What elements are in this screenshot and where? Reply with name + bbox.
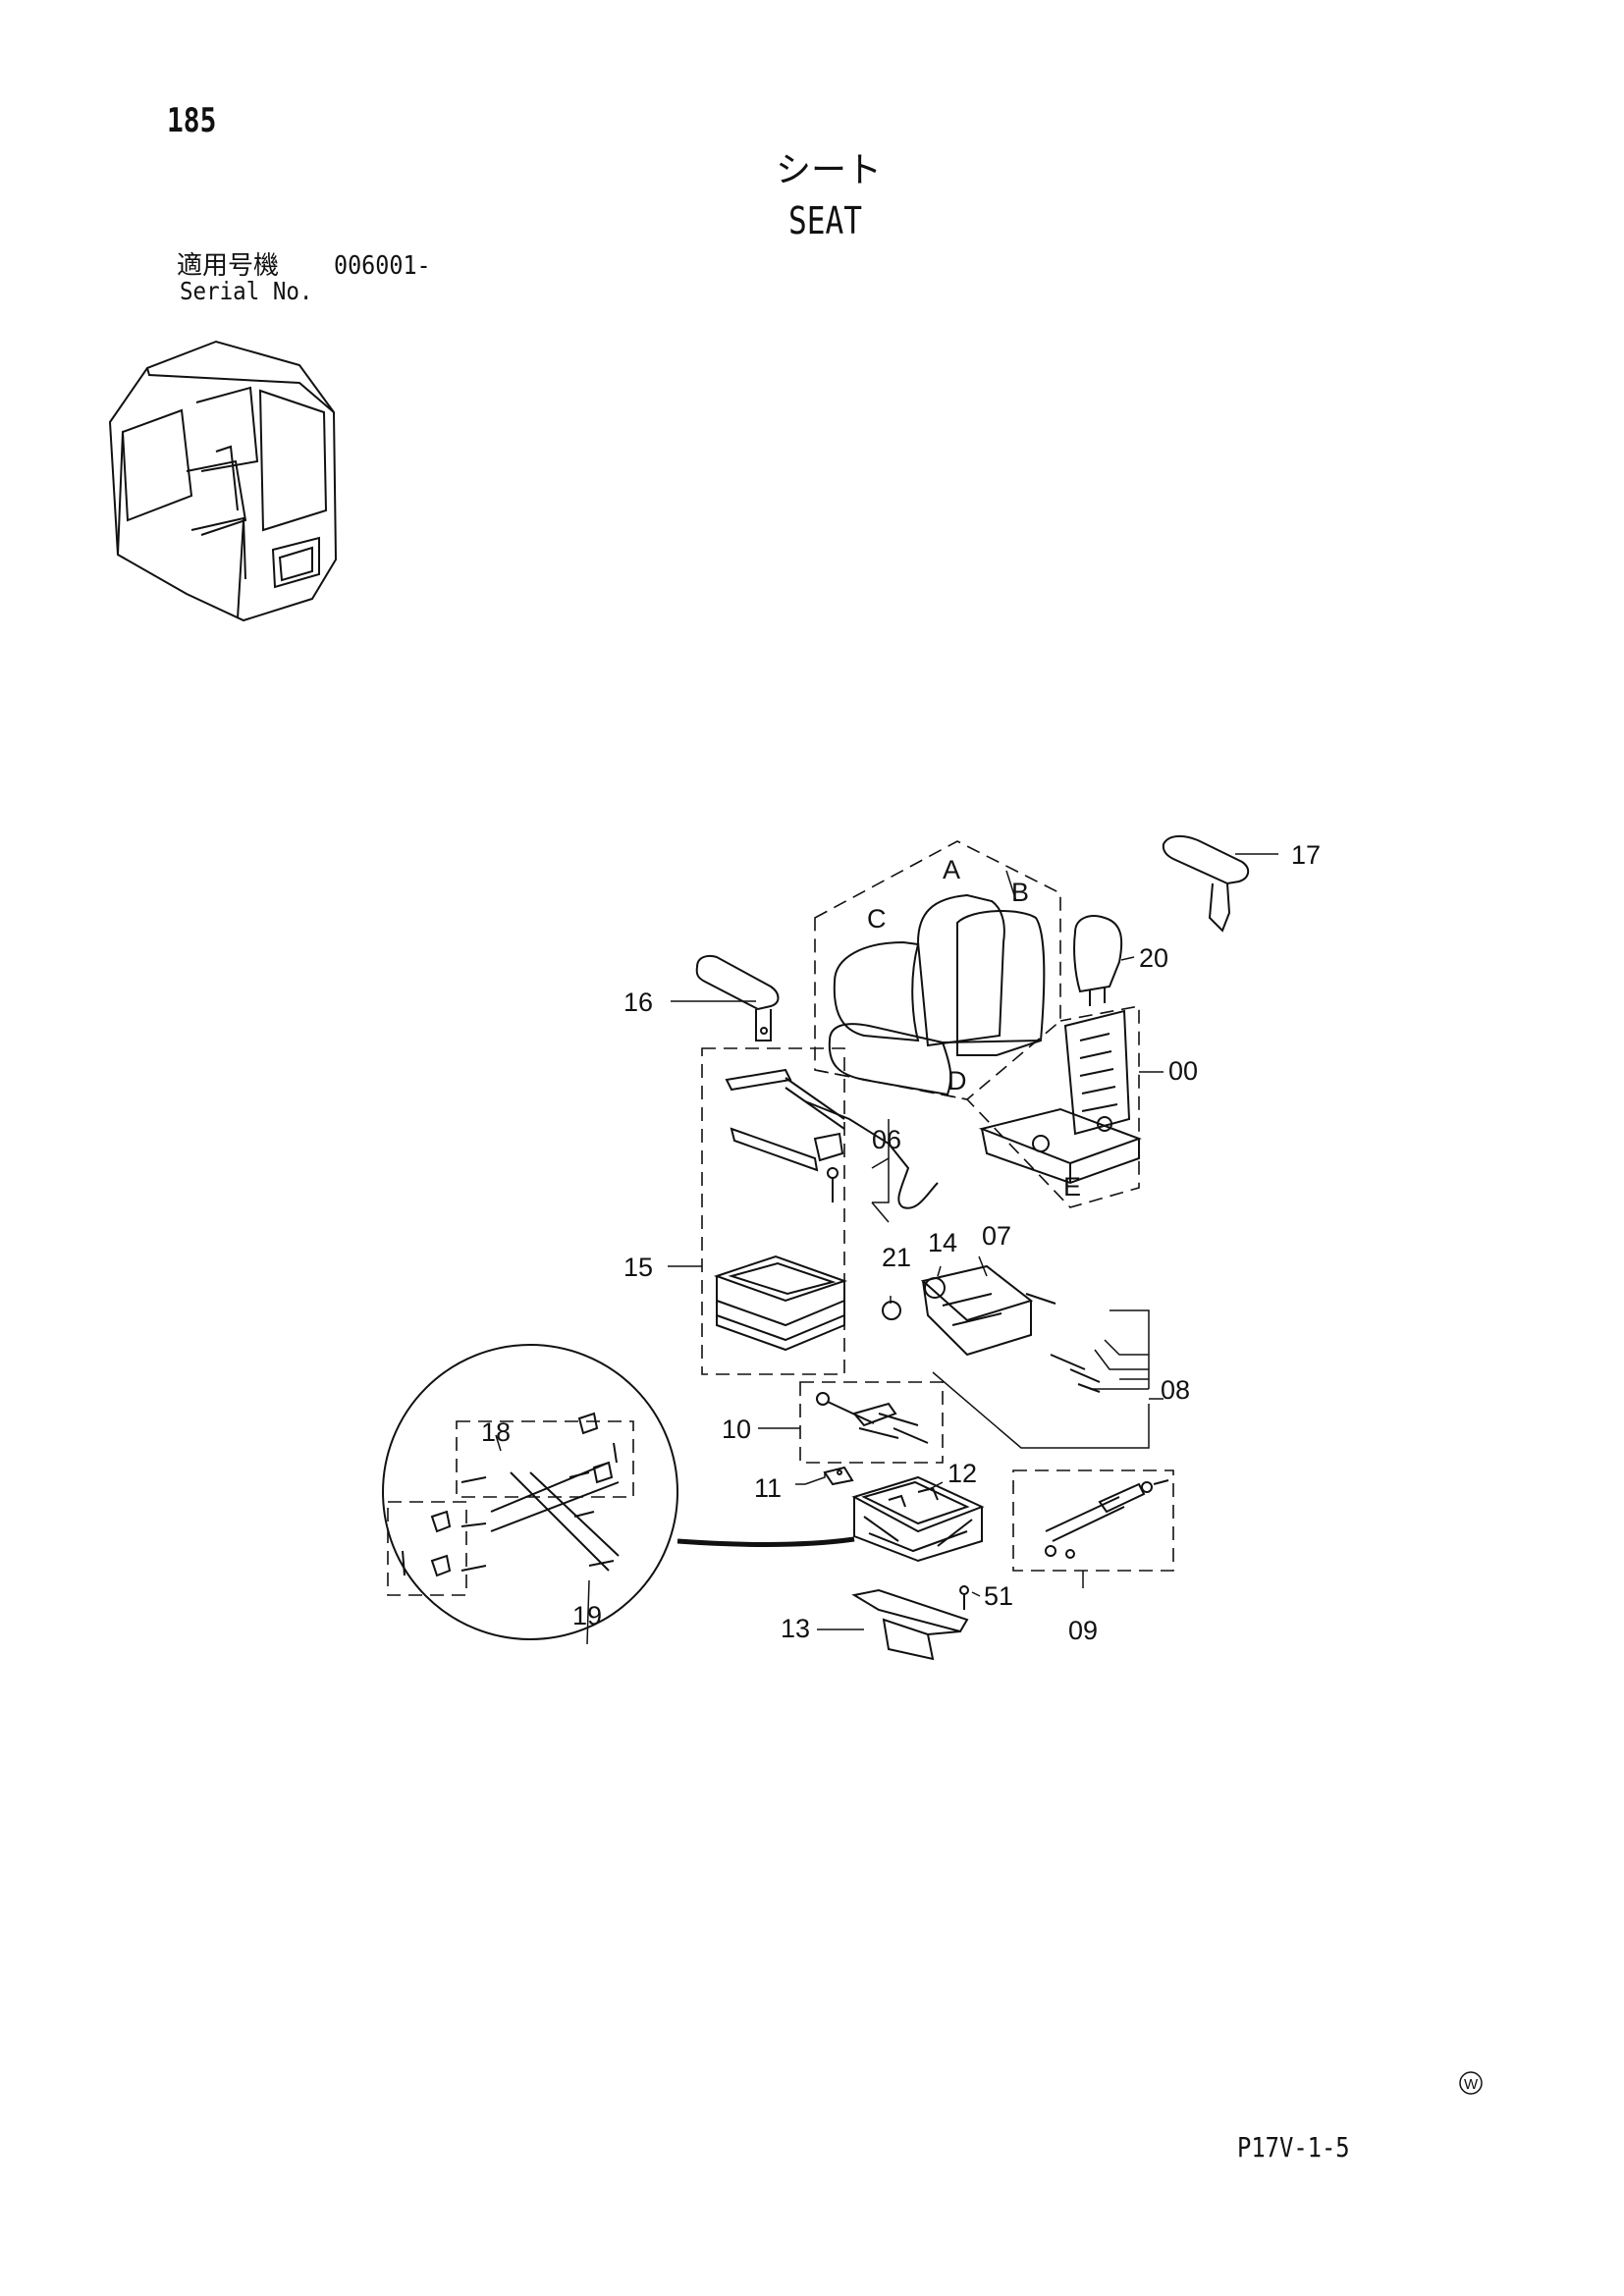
callout-07: 07 — [982, 1221, 1011, 1251]
slide-rail-parts — [713, 1068, 848, 1352]
page-number: 185 — [167, 101, 217, 140]
page-code: P17V-1-5 — [1237, 2131, 1350, 2163]
callout-C: C — [867, 904, 887, 934]
callout-labels: 17 20 00 16 A B C D E 06 14 07 21 15 08 … — [481, 840, 1321, 1645]
callout-15: 15 — [623, 1253, 653, 1282]
serial-value: 006001- — [334, 251, 431, 281]
callout-21: 21 — [882, 1243, 911, 1272]
callout-10: 10 — [722, 1415, 751, 1444]
leader-lines — [495, 853, 1278, 1645]
serial-label-english: Serial No. — [180, 277, 313, 305]
callout-13: 13 — [781, 1614, 810, 1643]
clip-part — [823, 1466, 854, 1486]
w-mark-letter: W — [1464, 2076, 1479, 2093]
damper — [1045, 1479, 1169, 1559]
callout-14: 14 — [928, 1228, 957, 1257]
callout-A: A — [943, 855, 960, 884]
callout-11: 11 — [754, 1473, 782, 1503]
callout-06: 06 — [872, 1125, 901, 1154]
cab-location-thumbnail — [108, 340, 338, 622]
bolt-51 — [959, 1585, 969, 1610]
callout-20: 20 — [1139, 943, 1168, 973]
callout-D: D — [947, 1066, 967, 1095]
callout-51: 51 — [984, 1581, 1013, 1611]
seat-cushion — [828, 893, 1046, 1096]
title-japanese: シート — [776, 150, 883, 190]
callout-E: E — [1063, 1172, 1081, 1201]
headrest — [1073, 915, 1123, 1006]
adjuster-bracket — [882, 1264, 1101, 1393]
seat-frame — [978, 1009, 1142, 1185]
title-english: SEAT — [788, 199, 863, 242]
callout-09: 09 — [1068, 1616, 1098, 1645]
bolt-set — [816, 1392, 929, 1444]
armrest-right — [1162, 834, 1250, 933]
seat-suspension — [851, 1475, 985, 1563]
lever — [851, 1588, 969, 1661]
callout-17: 17 — [1291, 840, 1321, 870]
w-mark: W — [1459, 2071, 1483, 2095]
serial-label-japanese: 適用号機 — [177, 251, 280, 281]
detail-circle — [382, 1344, 855, 1640]
callout-12: 12 — [947, 1459, 977, 1488]
armrest-left — [695, 954, 780, 1041]
callout-B: B — [1011, 878, 1029, 907]
callout-08: 08 — [1161, 1375, 1190, 1405]
callout-18: 18 — [481, 1417, 511, 1447]
callout-00: 00 — [1168, 1056, 1198, 1086]
callout-19: 19 — [572, 1601, 602, 1630]
cable — [804, 1100, 939, 1209]
callout-16: 16 — [623, 988, 653, 1017]
